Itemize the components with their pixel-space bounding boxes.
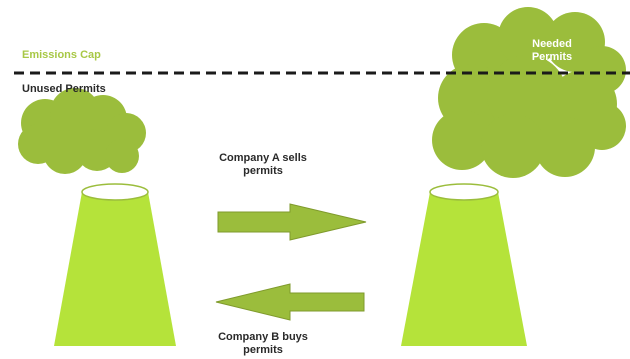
- company-b-buys-label: Company B buys permits: [218, 331, 308, 356]
- smokestack-left-icon: [54, 183, 176, 346]
- cloud-right-icon: [432, 7, 626, 178]
- unused-permits-label: Unused Permits: [22, 83, 106, 95]
- arrow-sell-right-icon: [217, 203, 367, 241]
- arrow-buy-left-icon: [215, 283, 365, 321]
- cloud-left-icon: [18, 88, 146, 174]
- needed-permits-label: Needed Permits: [531, 38, 573, 63]
- emissions-cap-label: Emissions Cap: [22, 49, 101, 61]
- smokestack-right-icon: [401, 183, 527, 346]
- company-a-sells-label: Company A sells permits: [219, 152, 307, 177]
